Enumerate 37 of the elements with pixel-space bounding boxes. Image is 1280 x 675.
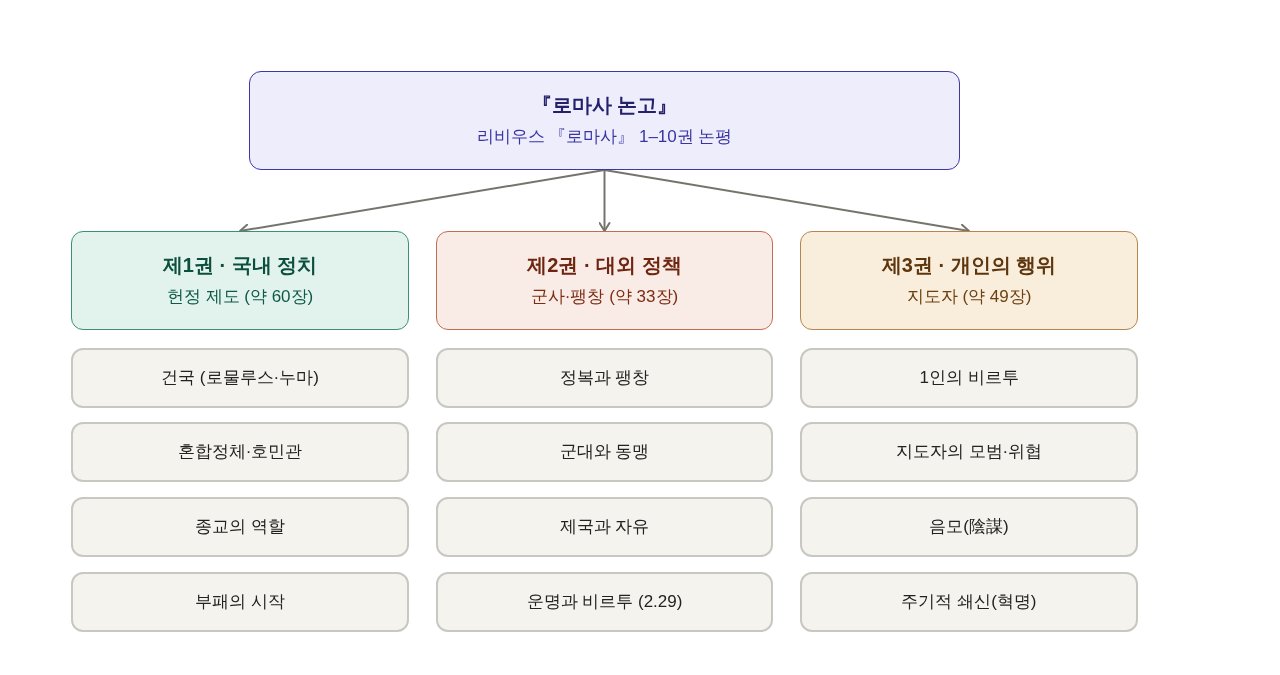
topic-label: 부패의 시작 — [195, 591, 285, 613]
category-box — [436, 231, 773, 330]
topic-box — [71, 572, 409, 632]
topic-label: 음모(陰謀) — [929, 516, 1009, 538]
category-heading: 제1권 · 국내 정치 — [162, 253, 318, 279]
topic-box — [800, 422, 1138, 482]
topic-box — [436, 572, 773, 632]
subtitle-text: 리비우스 『로마사』 1–10권 논평 — [476, 126, 733, 148]
category-box — [800, 231, 1138, 330]
topic-label: 운명과 비르투 (2.29) — [526, 591, 683, 613]
category-heading: 제2권 · 대외 정책 — [527, 253, 682, 279]
topic-box — [436, 348, 773, 408]
title-box — [249, 71, 960, 170]
topic-box — [71, 348, 409, 408]
title-text: 『로마사 논고』 — [531, 93, 678, 119]
topic-label: 혼합정체·호민관 — [177, 441, 303, 463]
category-heading: 제3권 · 개인의 행위 — [881, 253, 1057, 279]
category-box — [71, 231, 409, 330]
topic-box — [436, 422, 773, 482]
topic-label: 건국 (로물루스·누마) — [161, 367, 319, 389]
topic-box — [800, 572, 1138, 632]
topic-box — [71, 422, 409, 482]
arrow — [598, 169, 611, 232]
topic-label: 종교의 역할 — [195, 516, 285, 538]
topic-label: 제국과 자유 — [559, 516, 650, 538]
topic-label: 정복과 팽창 — [559, 367, 650, 389]
topic-box — [71, 497, 409, 557]
topic-box — [436, 497, 773, 557]
topic-label: 1인의 비르투 — [919, 367, 1019, 389]
topic-label: 지도자의 모범·위협 — [895, 441, 1043, 463]
category-subtitle: 군사·팽창 (약 33장) — [530, 286, 679, 308]
topic-box — [800, 497, 1138, 557]
category-subtitle: 지도자 (약 49장) — [906, 286, 1032, 308]
topic-label: 주기적 쇄신(혁명) — [901, 591, 1037, 613]
topic-label: 군대와 동맹 — [559, 441, 650, 463]
topic-box — [800, 348, 1138, 408]
category-subtitle: 헌정 제도 (약 60장) — [166, 286, 314, 308]
